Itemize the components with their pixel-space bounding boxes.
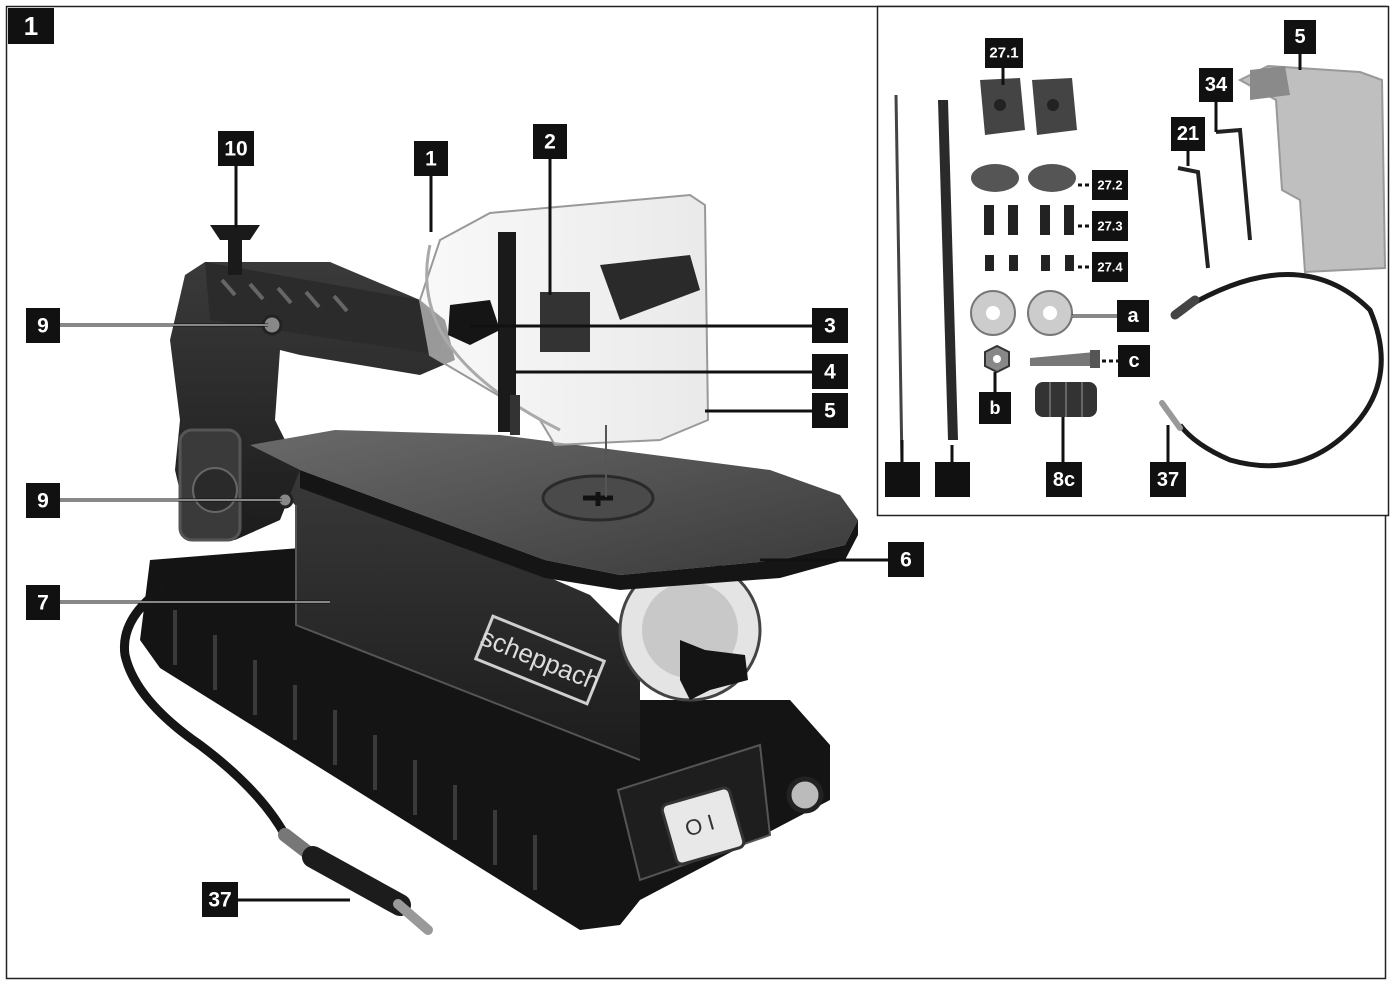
screws-27-3: 27.3 xyxy=(984,205,1128,241)
svg-text:37: 37 xyxy=(1157,469,1179,491)
blade-holder-column xyxy=(498,232,516,432)
hex-key-21: 21 xyxy=(1171,117,1210,269)
tension-knob-stem xyxy=(228,230,242,275)
callout-7: 7 xyxy=(26,585,330,620)
main-callouts: 10 1 2 3 4 5 xyxy=(26,124,924,917)
bolt-c: c xyxy=(1030,345,1150,377)
callout-9-lower: 9 xyxy=(26,483,282,518)
svg-text:27.4: 27.4 xyxy=(1097,260,1123,275)
callout-2: 2 xyxy=(533,124,567,295)
flex-shaft-cable xyxy=(119,585,290,840)
svg-text:10: 10 xyxy=(224,138,247,161)
svg-text:27.2: 27.2 xyxy=(1097,178,1122,193)
flex-shaft-37-inset: 37 xyxy=(1150,272,1384,497)
svg-text:27.1: 27.1 xyxy=(989,45,1018,62)
callout-4: 4 xyxy=(515,354,848,389)
svg-text:21: 21 xyxy=(1177,123,1199,145)
svg-text:9: 9 xyxy=(37,315,49,338)
svg-text:7: 7 xyxy=(37,592,49,615)
callout-3: 3 xyxy=(470,308,848,343)
blade-holders-27-1: 27.1 xyxy=(980,38,1077,135)
svg-text:b: b xyxy=(990,398,1001,418)
scroll-saw-illustration: O I scheppach xyxy=(119,193,858,935)
svg-text:2: 2 xyxy=(544,131,556,154)
callout-1: 1 xyxy=(414,141,448,232)
guard-bracket xyxy=(540,292,590,352)
svg-text:9: 9 xyxy=(37,490,49,513)
tension-knob xyxy=(210,225,260,240)
callout-10: 10 xyxy=(218,131,254,228)
nut-b: b xyxy=(979,344,1011,424)
saw-blade-pin xyxy=(894,94,904,466)
sanding-drums-8c: 8c xyxy=(1035,382,1097,497)
svg-text:37: 37 xyxy=(208,889,231,912)
callout-blank-1 xyxy=(885,462,920,497)
figure-number-tag: 1 xyxy=(8,8,54,44)
speed-knob xyxy=(786,776,824,814)
svg-text:8c: 8c xyxy=(1053,469,1075,491)
sanding-strip xyxy=(938,100,958,440)
base-ribs xyxy=(173,610,537,890)
on-off-switch xyxy=(660,786,746,866)
svg-text:5: 5 xyxy=(1294,26,1305,48)
svg-text:34: 34 xyxy=(1205,74,1228,96)
flex-shaft-handpiece xyxy=(302,846,411,916)
svg-text:1: 1 xyxy=(425,148,437,171)
svg-text:5: 5 xyxy=(824,400,836,423)
blade-clamps-27-2: 27.2 xyxy=(971,164,1128,200)
hex-key-34: 34 xyxy=(1199,68,1252,241)
callout-blank-2 xyxy=(935,462,970,497)
guard-lock-knob xyxy=(448,300,500,345)
svg-text:1: 1 xyxy=(24,11,38,41)
set-screws-27-4: 27.4 xyxy=(985,252,1128,282)
callout-6: 6 xyxy=(760,542,924,577)
svg-text:a: a xyxy=(1127,305,1139,327)
motor-housing xyxy=(250,455,640,760)
svg-text:4: 4 xyxy=(824,361,836,384)
callout-5: 5 xyxy=(705,393,848,428)
washers-a: a xyxy=(970,290,1149,336)
callout-37-main: 37 xyxy=(202,882,350,917)
accessories-inset: 27.1 27.2 27.3 27.4 xyxy=(876,5,1390,517)
arm-grip xyxy=(220,278,349,313)
svg-text:c: c xyxy=(1128,350,1139,372)
guard-plate-5: 5 xyxy=(1237,20,1387,274)
svg-text:6: 6 xyxy=(900,549,912,572)
callout-9-upper: 9 xyxy=(26,308,268,343)
svg-text:27.3: 27.3 xyxy=(1097,219,1122,234)
svg-text:3: 3 xyxy=(824,315,836,338)
tilt-lock-knob xyxy=(680,640,748,700)
